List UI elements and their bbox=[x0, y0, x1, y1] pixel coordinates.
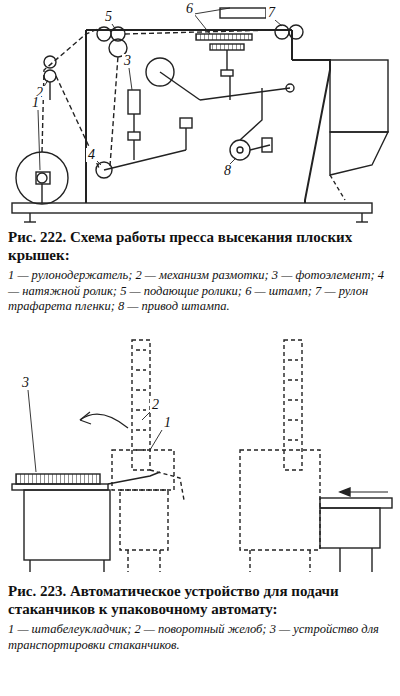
figure-caption: Рис. 222. Схема работы пресса высекания … bbox=[8, 228, 392, 264]
callout-number: 5 bbox=[103, 10, 114, 24]
callout-number: 6 bbox=[184, 2, 195, 16]
callout-number: 1 bbox=[30, 96, 41, 110]
caption-legend: 1 — штабелеукладчик; 2 — поворотный жело… bbox=[8, 622, 392, 653]
caption-legend: 1 — рулонодержатель; 2 — механизм размот… bbox=[8, 268, 392, 315]
callout-number: 8 bbox=[222, 164, 233, 178]
callout-number: 7 bbox=[266, 6, 277, 20]
callout-number: 2 bbox=[150, 398, 161, 412]
callout-number: 3 bbox=[20, 376, 31, 390]
callout-number: 3 bbox=[122, 54, 133, 68]
callout-number: 4 bbox=[86, 148, 97, 162]
feeder-figure bbox=[12, 340, 392, 572]
press-figure bbox=[12, 8, 388, 222]
callout-number: 1 bbox=[162, 416, 173, 430]
figure-caption: Рис. 223. Автоматическое устройство для … bbox=[8, 582, 392, 618]
